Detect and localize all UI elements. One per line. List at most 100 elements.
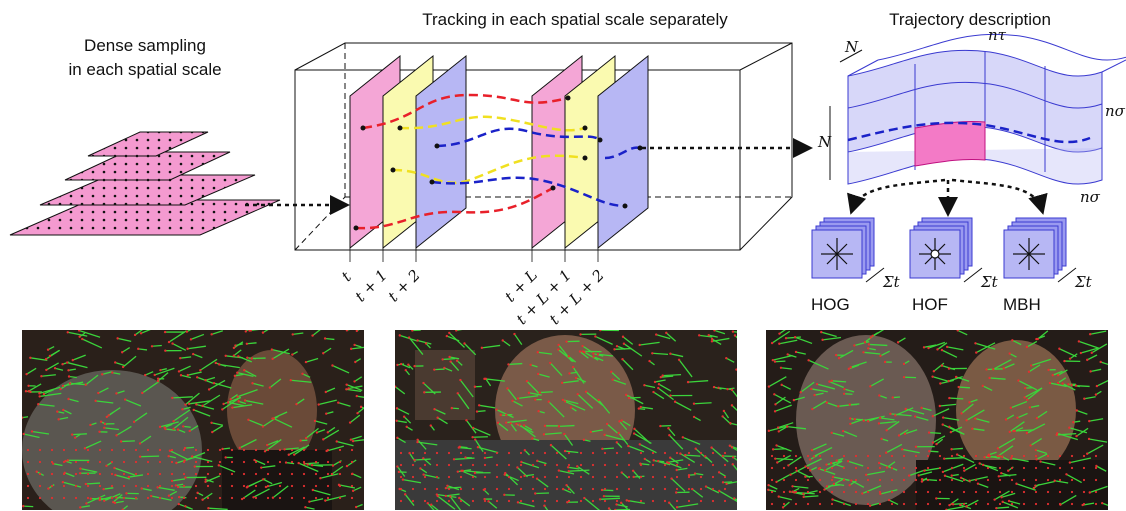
sample-point bbox=[507, 499, 511, 503]
track-point bbox=[837, 405, 840, 408]
track-point bbox=[871, 334, 874, 338]
track-point bbox=[499, 413, 502, 417]
track-point bbox=[487, 500, 490, 503]
track-point bbox=[416, 440, 419, 444]
track-point bbox=[210, 333, 213, 336]
track-point bbox=[397, 470, 401, 474]
track-segment bbox=[211, 330, 224, 335]
track-point bbox=[542, 433, 546, 436]
track-segment bbox=[423, 382, 436, 395]
track-point bbox=[1004, 418, 1008, 421]
track-segment bbox=[43, 389, 54, 395]
track-segment bbox=[847, 460, 864, 467]
sample-point bbox=[399, 475, 403, 479]
track-segment bbox=[346, 459, 357, 467]
track-segment bbox=[972, 428, 985, 431]
sample-point bbox=[627, 463, 631, 467]
track-point bbox=[894, 414, 897, 417]
sample-point bbox=[1046, 490, 1050, 494]
track-point bbox=[450, 406, 454, 410]
track-segment bbox=[193, 409, 211, 417]
sample-point bbox=[134, 496, 138, 500]
sample-point bbox=[842, 466, 846, 470]
track-point bbox=[236, 371, 239, 374]
track-point bbox=[422, 473, 425, 476]
track-point bbox=[566, 466, 570, 469]
track-point bbox=[1070, 383, 1073, 387]
track-point bbox=[832, 482, 836, 486]
track-segment bbox=[565, 450, 579, 454]
track-segment bbox=[177, 428, 186, 434]
track-point bbox=[774, 403, 777, 406]
track-point bbox=[615, 441, 619, 444]
descriptor-hog bbox=[811, 217, 875, 279]
track-point bbox=[399, 362, 403, 366]
sample-point bbox=[314, 484, 318, 488]
track-point bbox=[210, 421, 213, 424]
track-segment bbox=[868, 347, 876, 351]
track-point bbox=[441, 358, 444, 361]
sample-point bbox=[194, 448, 198, 452]
track-segment bbox=[914, 415, 929, 421]
track-segment bbox=[266, 440, 279, 446]
track-segment bbox=[434, 408, 446, 415]
track-point bbox=[317, 403, 320, 406]
track-point bbox=[1015, 482, 1018, 485]
track-segment bbox=[187, 371, 202, 376]
track-point bbox=[835, 459, 838, 462]
track-segment bbox=[785, 336, 801, 339]
track-point bbox=[65, 361, 69, 364]
descriptor-arrows bbox=[847, 178, 1048, 217]
track-segment bbox=[234, 373, 244, 377]
track-point bbox=[679, 452, 682, 455]
track-point bbox=[811, 407, 814, 411]
track-point bbox=[181, 408, 184, 411]
track-point bbox=[70, 433, 74, 436]
sample-point bbox=[230, 484, 234, 488]
track-segment bbox=[989, 377, 1006, 380]
sample-point bbox=[182, 448, 186, 452]
track-point bbox=[710, 340, 714, 343]
track-point bbox=[1053, 479, 1056, 482]
sample-point bbox=[350, 448, 354, 452]
track-point bbox=[59, 387, 62, 391]
track-point bbox=[710, 337, 714, 341]
track-point bbox=[423, 391, 426, 394]
track-segment bbox=[1030, 358, 1052, 367]
track-segment bbox=[116, 425, 132, 436]
track-point bbox=[446, 484, 449, 487]
track-point bbox=[120, 351, 124, 354]
track-segment bbox=[39, 392, 62, 398]
track-segment bbox=[908, 469, 926, 477]
track-point bbox=[985, 368, 988, 371]
track-point bbox=[1035, 417, 1039, 420]
track-point bbox=[903, 432, 907, 435]
track-point bbox=[79, 467, 82, 470]
track-point bbox=[330, 472, 334, 476]
sample-point bbox=[543, 487, 547, 491]
track-point bbox=[652, 390, 655, 394]
track-segment bbox=[400, 363, 411, 369]
track-segment bbox=[513, 333, 523, 346]
sample-point bbox=[507, 463, 511, 467]
track-point bbox=[1032, 486, 1036, 490]
track-point bbox=[878, 394, 881, 397]
track-point bbox=[395, 407, 399, 410]
sum-t-hof: Σt bbox=[980, 273, 999, 291]
track-point bbox=[291, 333, 294, 336]
sample-point bbox=[663, 499, 667, 503]
track-segment bbox=[442, 357, 456, 361]
track-point bbox=[395, 385, 397, 388]
track-segment bbox=[773, 448, 787, 451]
sample-point bbox=[1046, 502, 1050, 506]
track-point bbox=[311, 488, 315, 492]
track-segment bbox=[688, 380, 709, 383]
track-segment bbox=[445, 486, 462, 489]
track-point bbox=[1090, 351, 1093, 355]
track-point bbox=[846, 460, 850, 463]
track-segment bbox=[85, 482, 101, 485]
track-point bbox=[101, 373, 104, 376]
track-point bbox=[53, 367, 57, 370]
track-segment bbox=[262, 330, 269, 334]
sample-point bbox=[531, 451, 535, 455]
